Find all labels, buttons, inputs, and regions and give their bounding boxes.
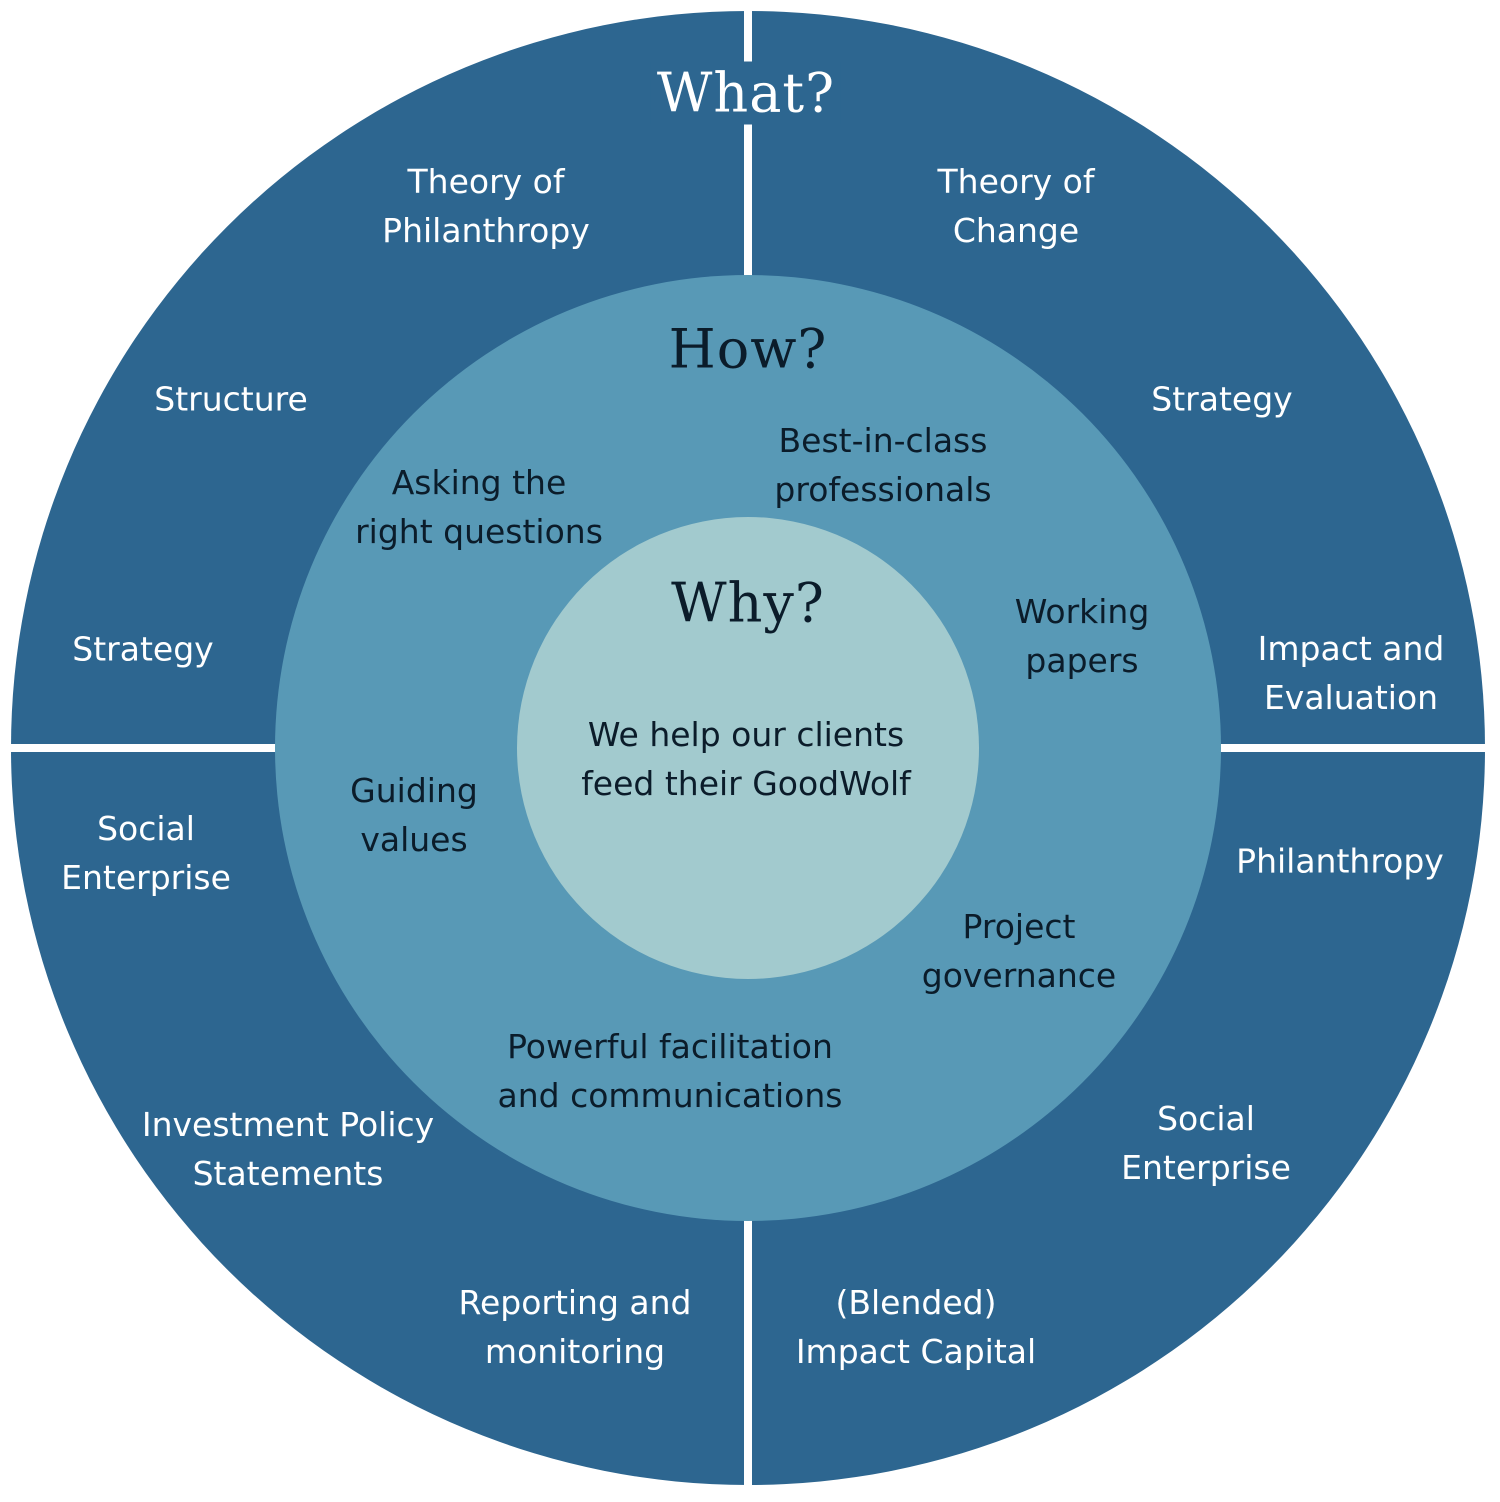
why-core xyxy=(517,517,979,979)
how-item-working-papers: Working papers xyxy=(1014,592,1150,680)
why-heading: Why? xyxy=(671,571,825,635)
how-item-guiding-values: Guiding values xyxy=(350,771,478,859)
how-item-project-governance: Project governance xyxy=(921,907,1117,995)
what-item-investment-policy-statements: Investment Policy Statements xyxy=(141,1105,435,1193)
what-item-theory-of-change: Theory of Change xyxy=(937,162,1095,250)
what-item-structure: Structure xyxy=(154,379,308,419)
what-item-theory-of-philanthropy: Theory of Philanthropy xyxy=(382,162,590,250)
how-item-asking-the-right-questions: Asking the right questions xyxy=(355,463,603,551)
what-item-philanthropy: Philanthropy xyxy=(1236,841,1444,881)
what-heading: What? xyxy=(650,61,842,125)
what-heading-text: What? xyxy=(656,61,836,125)
what-item-impact-and-evaluation: Impact and Evaluation xyxy=(1257,629,1445,717)
what-item-blended-impact-capital: (Blended) Impact Capital xyxy=(795,1283,1037,1371)
what-item-reporting-and-monitoring: Reporting and monitoring xyxy=(458,1283,692,1371)
how-item-best-in-class-professionals: Best-in-class professionals xyxy=(774,421,992,509)
what-item-strategy-right: Strategy xyxy=(1151,379,1293,419)
how-item-powerful-facilitation: Powerful facilitation and communications xyxy=(497,1027,843,1115)
how-heading: How? xyxy=(668,317,828,381)
why-statement: We help our clients feed their GoodWolf xyxy=(581,715,911,803)
what-item-social-enterprise-right: Social Enterprise xyxy=(1121,1099,1291,1187)
what-item-social-enterprise-left: Social Enterprise xyxy=(61,809,231,897)
what-item-strategy-left: Strategy xyxy=(72,629,214,669)
